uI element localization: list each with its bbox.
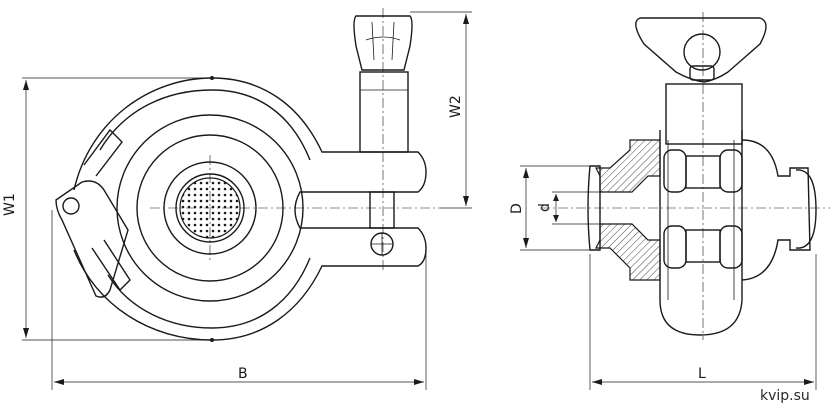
screw-shank: [359, 71, 409, 153]
side-wing-eye: [683, 33, 721, 71]
wing-nut-slot: [365, 21, 401, 61]
side-bolt-upper-left: [663, 149, 687, 193]
label-D: D: [509, 203, 525, 214]
side-bolt-upper-right: [719, 149, 743, 193]
side-wing-pin: [689, 65, 715, 81]
dimension-L: [589, 254, 817, 390]
label-B: B: [238, 366, 248, 382]
screw-thread: [369, 191, 395, 229]
clamp-band-upper: [83, 128, 123, 177]
hinge-pin: [62, 197, 80, 215]
side-bolt-lower-left: [663, 225, 687, 269]
dimension-W1: [22, 77, 212, 341]
side-bolt-lower-right: [719, 225, 743, 269]
label-d: d: [537, 203, 553, 212]
watermark: kvip.su: [760, 388, 810, 404]
clamp-band-lower: [91, 239, 131, 292]
dimension-D: [520, 165, 598, 251]
tube-right: [795, 169, 817, 249]
dimension-B: [51, 210, 427, 390]
side-clamp-band: [659, 130, 743, 336]
wing-nut: [353, 15, 413, 71]
side-wing-nut: [635, 17, 767, 83]
label-W2: W2: [448, 95, 464, 118]
ferrule-section-left: [595, 139, 661, 193]
clamp-inner-contour: [99, 89, 311, 329]
side-view: [540, 12, 830, 340]
hinge-link: [55, 180, 129, 298]
dimension-d: [552, 191, 632, 225]
ferrule-section-left-lower: [595, 223, 661, 281]
clamp-outer-contour: [73, 77, 427, 341]
front-view: [55, 8, 440, 342]
ferrule-right: [741, 139, 811, 281]
label-L: L: [698, 366, 706, 382]
label-W1: W1: [2, 193, 18, 216]
dimension-W2: [410, 11, 472, 209]
side-screw-body: [665, 83, 743, 145]
